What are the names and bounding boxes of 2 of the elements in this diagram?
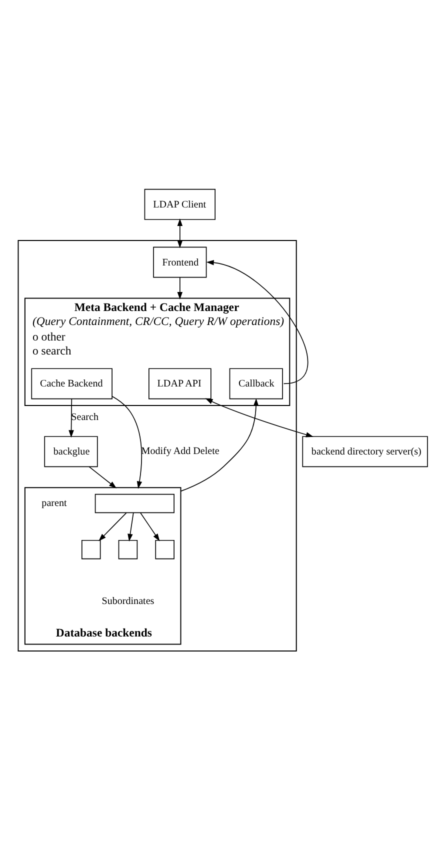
- node-label: parent: [42, 498, 67, 510]
- label: Subordinates: [102, 596, 154, 608]
